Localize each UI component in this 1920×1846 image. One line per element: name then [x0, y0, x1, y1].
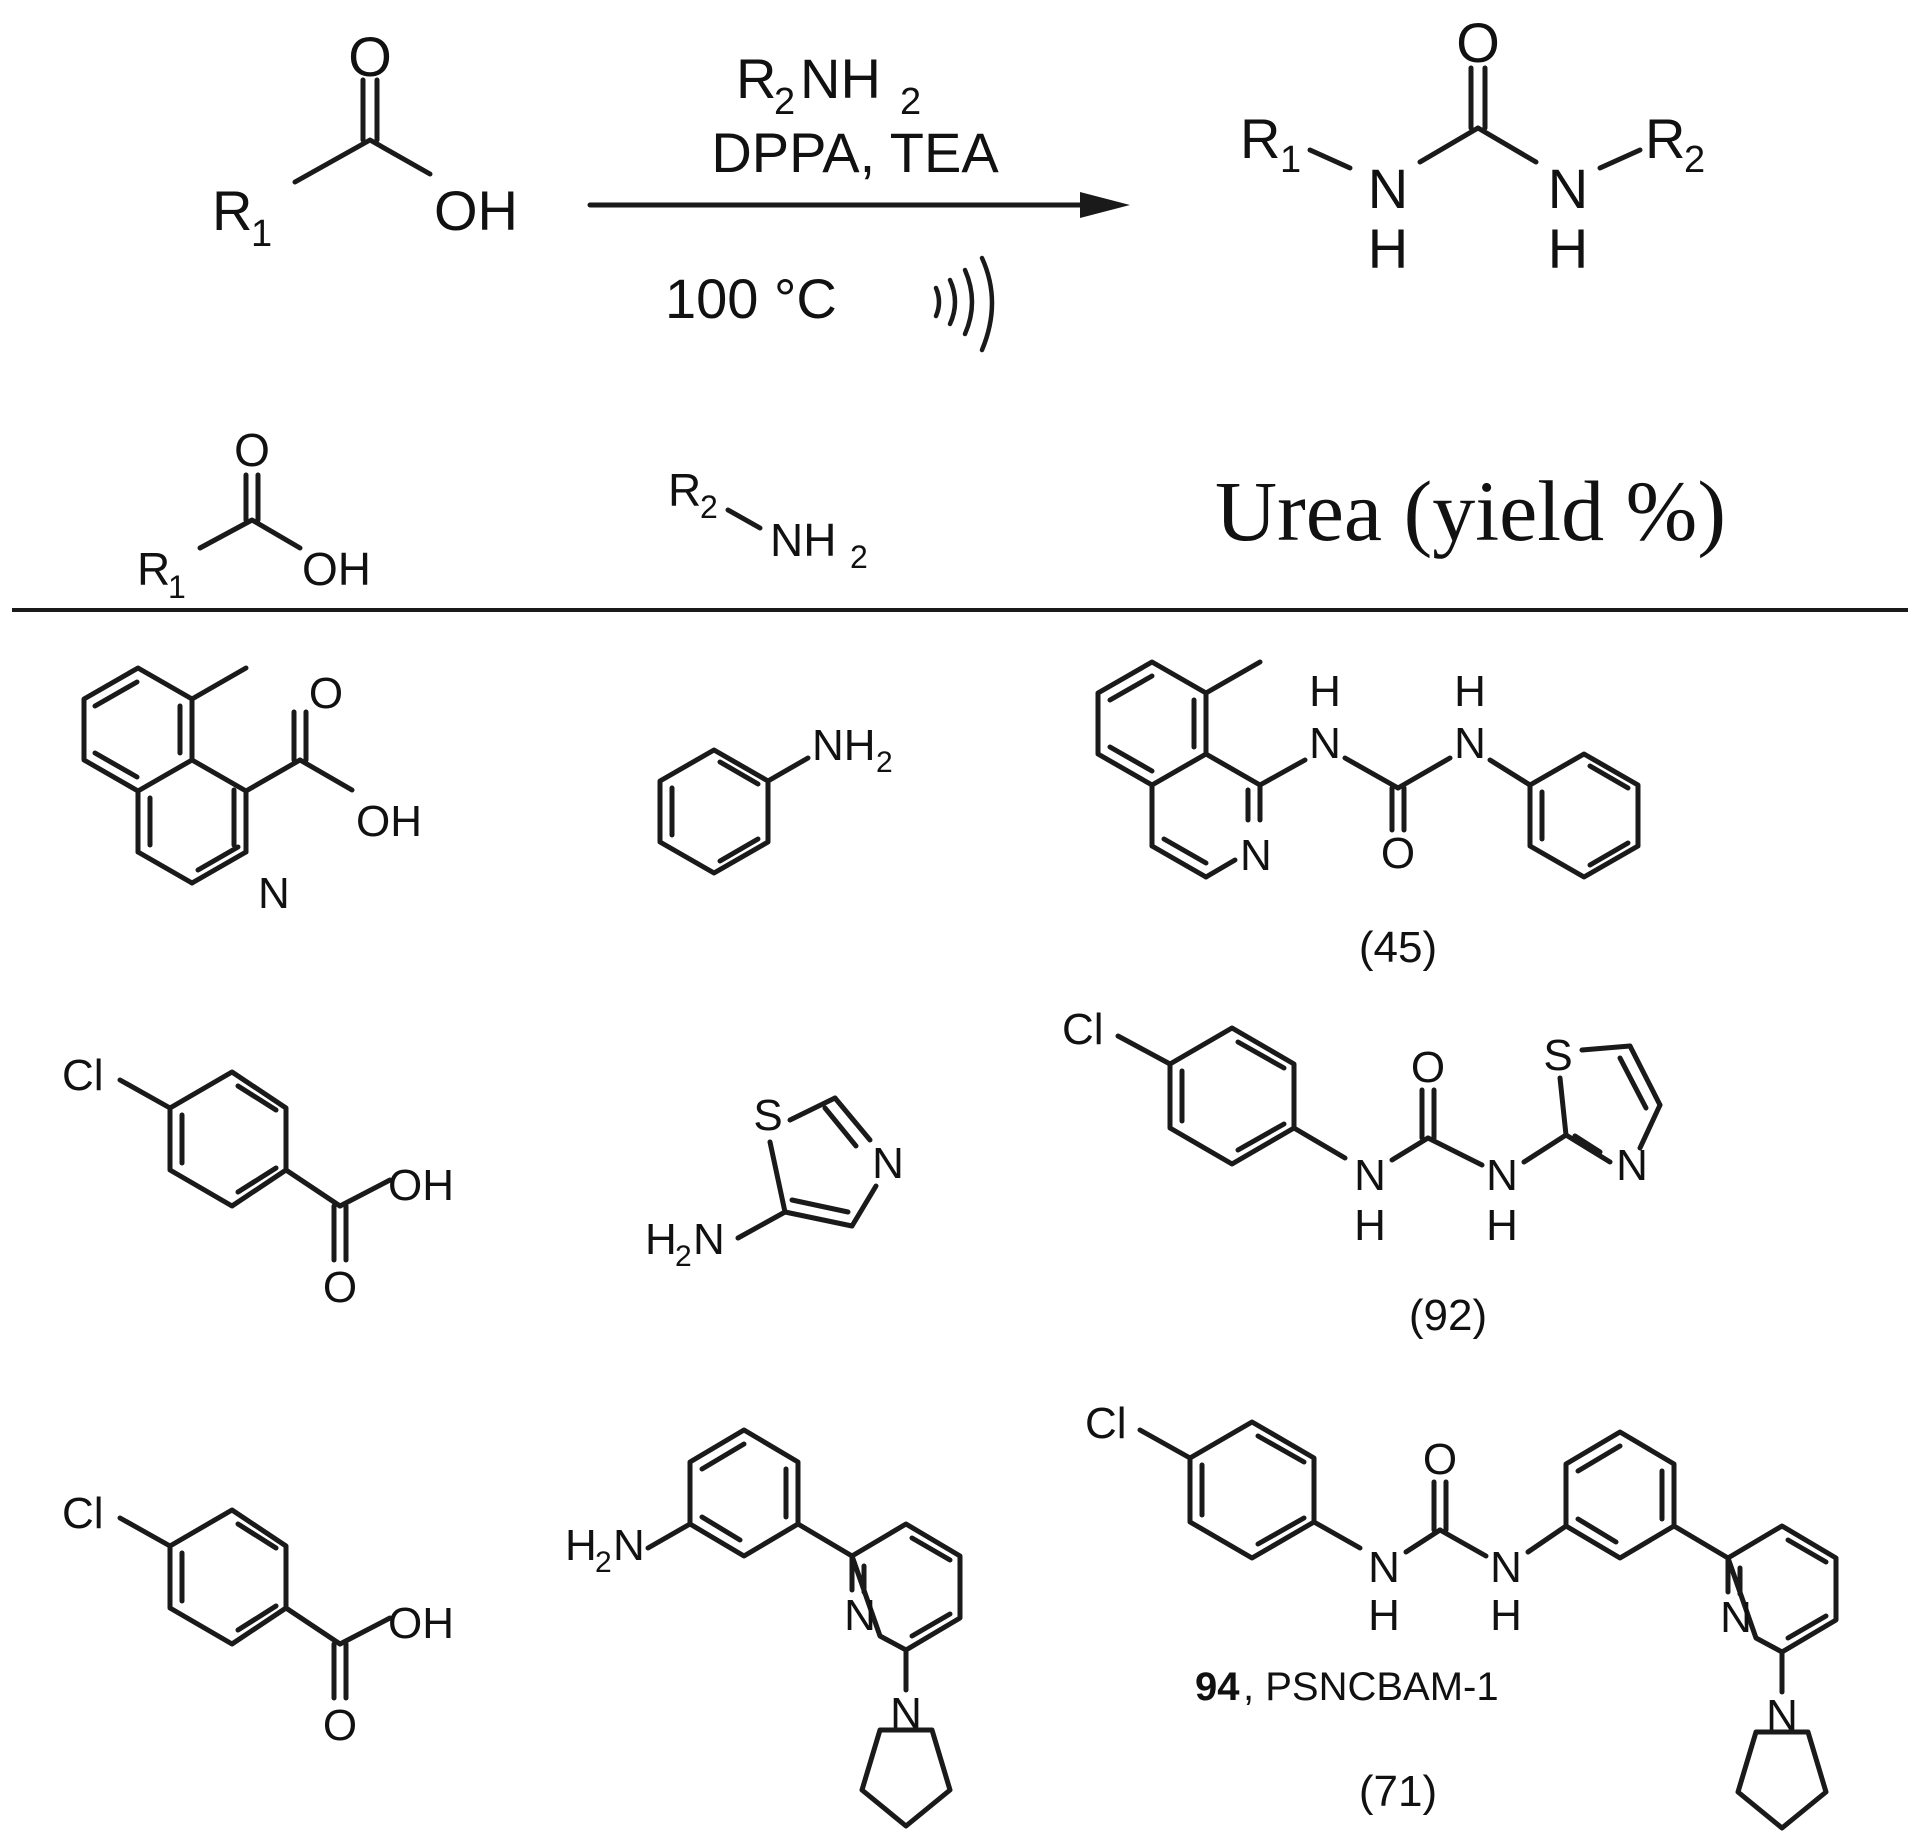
row3-yield: (71) — [1359, 1767, 1437, 1816]
svg-text:H: H — [1548, 217, 1588, 280]
svg-text:S: S — [1543, 1031, 1572, 1080]
svg-text:NH: NH — [770, 514, 836, 566]
svg-text:H: H — [1490, 1591, 1522, 1640]
svg-text:N: N — [1486, 1151, 1518, 1200]
row3-acid-4-chlorobenzoic-acid: Cl O OH — [62, 1489, 454, 1750]
svg-text:OH: OH — [302, 543, 371, 595]
svg-text:O: O — [1411, 1043, 1445, 1092]
svg-text:2: 2 — [675, 1240, 692, 1273]
svg-text:O: O — [1456, 11, 1500, 74]
svg-text:Cl: Cl — [1085, 1399, 1127, 1448]
atom-OH: OH — [434, 179, 518, 242]
svg-text:OH: OH — [388, 1599, 454, 1648]
svg-text:H: H — [1368, 1591, 1400, 1640]
svg-text:Cl: Cl — [62, 1489, 104, 1538]
svg-text:N: N — [1548, 157, 1588, 220]
svg-text:O: O — [323, 1701, 357, 1750]
reagent-dppa-tea: DPPA, TEA — [711, 121, 999, 184]
row1-amine-aniline: NH 2 — [657, 721, 893, 876]
svg-text:H: H — [1454, 667, 1486, 716]
svg-text:H: H — [1354, 1201, 1386, 1250]
row2-yield: (92) — [1409, 1291, 1487, 1340]
svg-text:O: O — [323, 1263, 357, 1312]
svg-text:N: N — [1240, 831, 1272, 880]
header-urea-yield: Urea (yield %) — [1215, 463, 1726, 559]
svg-text:N: N — [1368, 1543, 1400, 1592]
svg-text:N: N — [1720, 1593, 1752, 1642]
svg-text:H: H — [1309, 667, 1341, 716]
svg-text:N: N — [1616, 1141, 1648, 1190]
svg-text:2: 2 — [1684, 139, 1705, 181]
svg-text:N: N — [1454, 719, 1486, 768]
svg-text:S: S — [753, 1091, 782, 1140]
svg-text:NH: NH — [800, 47, 881, 110]
row3-product-psncbam-1: Cl N H O N H N N 94 , PSNCBAM-1 — [1085, 1399, 1839, 1831]
row2-product-urea: Cl N H O N H S N (92) — [1062, 1005, 1663, 1340]
svg-text:2: 2 — [700, 489, 718, 525]
svg-text:O: O — [1423, 1435, 1457, 1484]
svg-text:H: H — [1368, 217, 1408, 280]
ultrasound-icon — [933, 255, 995, 353]
svg-text:R: R — [668, 464, 701, 516]
svg-text:N: N — [1490, 1543, 1522, 1592]
product-urea: R 1 N H O N H R 2 — [1240, 11, 1705, 280]
svg-text:H: H — [1486, 1201, 1518, 1250]
row1-acid-isoquinoline-carboxylic-acid: O OH N — [81, 665, 422, 918]
reaction-conditions: 100 °C — [665, 267, 837, 330]
svg-text:1: 1 — [1280, 139, 1301, 181]
svg-text:R: R — [137, 543, 170, 595]
svg-text:2: 2 — [850, 539, 868, 575]
svg-text:OH: OH — [356, 797, 422, 846]
atom-R-subscript: 1 — [251, 213, 272, 255]
svg-text:Cl: Cl — [1062, 1005, 1104, 1054]
svg-text:N: N — [1368, 157, 1408, 220]
svg-text:N: N — [872, 1139, 904, 1188]
svg-text:N: N — [693, 1215, 725, 1264]
svg-text:N: N — [258, 869, 290, 918]
svg-text:NH: NH — [812, 721, 876, 770]
row2-acid-4-chlorobenzoic-acid: Cl O OH — [62, 1051, 454, 1312]
row1-yield: (45) — [1359, 923, 1437, 972]
svg-text:Cl: Cl — [62, 1051, 104, 1100]
svg-text:2: 2 — [876, 746, 893, 779]
svg-text:O: O — [309, 669, 343, 718]
svg-text:O: O — [1381, 829, 1415, 878]
svg-text:2: 2 — [774, 81, 795, 123]
svg-text:N: N — [1309, 719, 1341, 768]
svg-text:N: N — [844, 1591, 876, 1640]
compound-name: , PSNCBAM-1 — [1243, 1665, 1499, 1709]
reagents: R 2 NH 2 DPPA, TEA 100 °C — [665, 47, 999, 353]
svg-text:O: O — [234, 424, 270, 476]
svg-text:R: R — [1240, 107, 1280, 170]
reactant-carboxylic-acid: O R 1 OH — [212, 25, 518, 255]
header-amine: R 2 NH 2 — [668, 464, 868, 575]
svg-text:2: 2 — [595, 1546, 612, 1579]
row3-amine-aminophenylpyridine: H 2 N N N — [565, 1427, 963, 1829]
compound-number: 94 — [1195, 1665, 1240, 1709]
reaction-arrow — [587, 192, 1130, 218]
svg-text:OH: OH — [388, 1161, 454, 1210]
svg-text:R: R — [1645, 107, 1685, 170]
header-acid: O R 1 OH — [137, 424, 371, 605]
row2-amine-aminothiazole: S N H 2 N — [645, 1091, 904, 1273]
svg-text:N: N — [613, 1521, 645, 1570]
atom-O: O — [348, 25, 392, 88]
svg-text:2: 2 — [900, 81, 921, 123]
row1-product-urea: N N H O N H (45) — [1095, 659, 1641, 972]
reagent-amine: R — [736, 47, 776, 110]
svg-text:1: 1 — [168, 569, 186, 605]
svg-text:H: H — [565, 1521, 597, 1570]
atom-R: R — [212, 179, 252, 242]
svg-text:N: N — [1354, 1151, 1386, 1200]
svg-text:H: H — [645, 1215, 677, 1264]
